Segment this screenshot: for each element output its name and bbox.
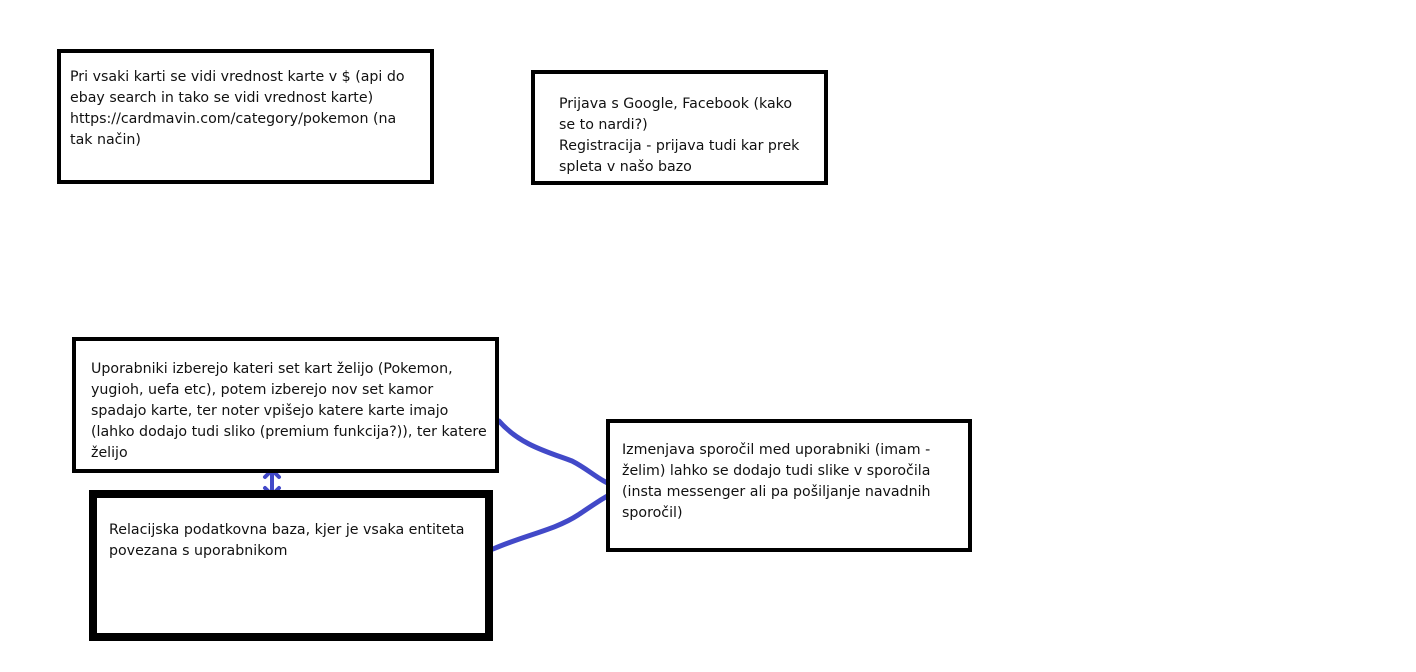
connector-card-sets-to-messaging (496, 418, 621, 490)
note-card-sets[interactable]: Uporabniki izberejo kateri set kart želi… (72, 337, 499, 473)
note-card-sets-text: Uporabniki izberejo kateri set kart želi… (91, 361, 487, 461)
note-card-value-text: Pri vsaki karti se vidi vrednost karte v… (70, 69, 405, 148)
note-database[interactable]: Relacijska podatkovna baza, kjer je vsak… (89, 490, 493, 641)
connector-database-to-messaging (490, 487, 622, 552)
note-login-text: Prijava s Google, Facebook (kako se to n… (559, 96, 800, 175)
note-messaging[interactable]: Izmenjava sporočil med uporabniki (imam … (606, 419, 972, 552)
note-messaging-text: Izmenjava sporočil med uporabniki (imam … (622, 442, 931, 521)
note-card-value[interactable]: Pri vsaki karti se vidi vrednost karte v… (57, 49, 434, 184)
note-login[interactable]: Prijava s Google, Facebook (kako se to n… (531, 70, 828, 185)
note-database-text: Relacijska podatkovna baza, kjer je vsak… (109, 522, 465, 559)
